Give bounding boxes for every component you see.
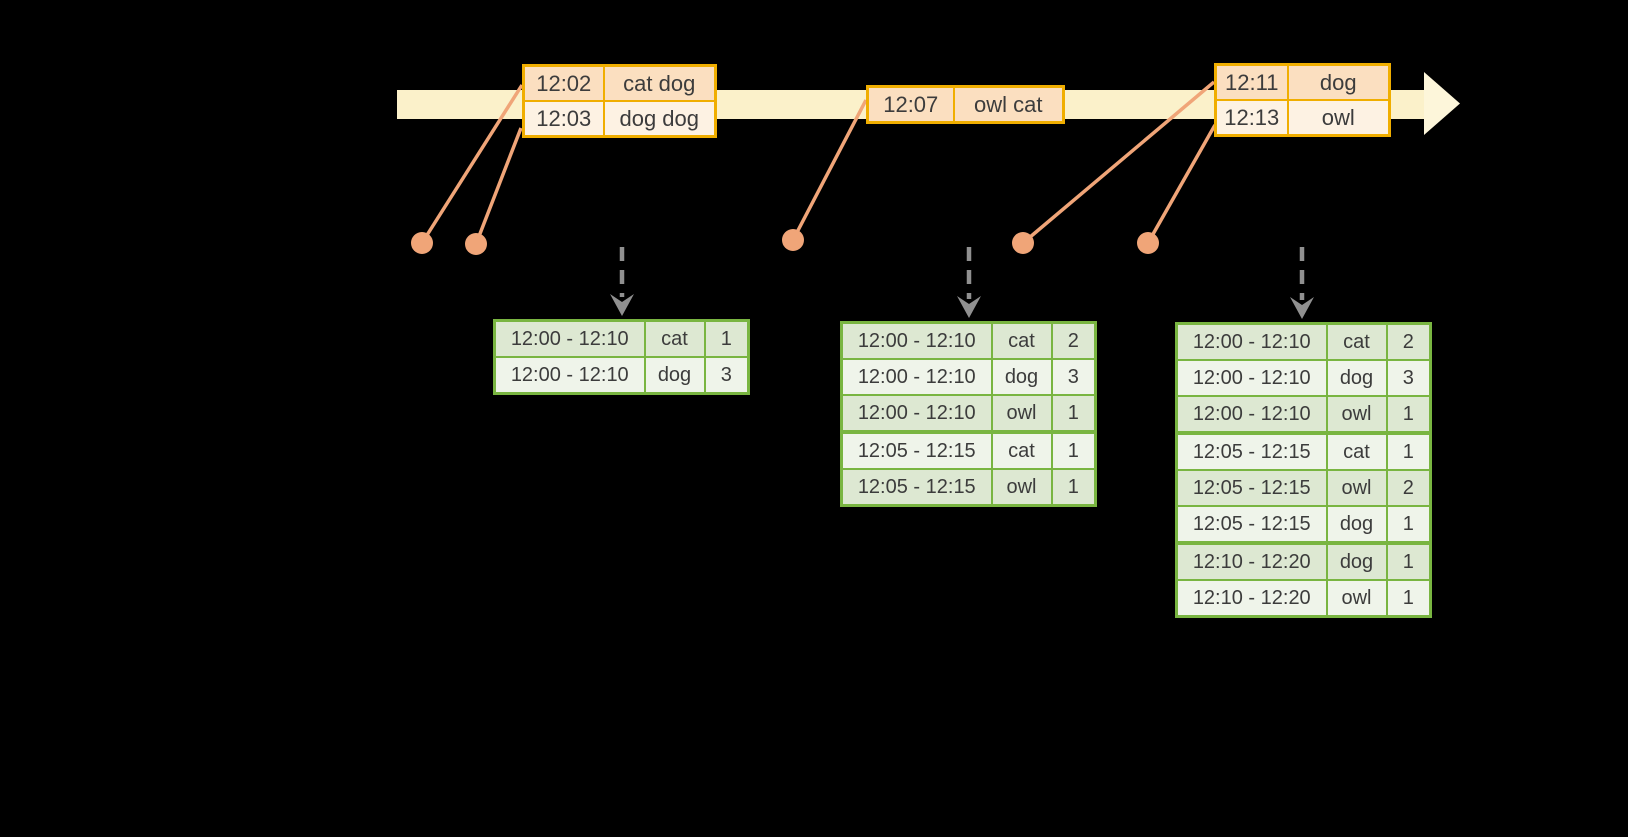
window-cell: 12:05 - 12:15 [1175,469,1328,507]
result-row: 12:00 - 12:10 dog 3 [493,356,750,395]
trigger-arrowhead-icon [957,296,981,318]
count-cell: 1 [1050,394,1097,434]
event-dot-icon [1012,232,1034,254]
result-row: 12:00 - 12:10 cat 2 [840,321,1097,360]
window-cell: 12:10 - 12:20 [1175,542,1328,581]
event-row: 12:03 dog dog [522,100,717,138]
word-cell: dog [1325,359,1388,397]
count-cell: 1 [1385,395,1432,435]
window-cell: 12:00 - 12:10 [493,319,646,358]
window-cell: 12:05 - 12:15 [840,431,993,470]
word-cell: dog [1325,505,1388,545]
result-table-3: 12:00 - 12:10 cat 2 12:00 - 12:10 dog 3 … [1175,322,1432,618]
window-cell: 12:00 - 12:10 [1175,395,1328,435]
count-cell: 2 [1385,469,1432,507]
input-table-2: 12:07 owl cat [866,85,1065,124]
event-connector-line [791,99,868,241]
event-words-cell: owl cat [952,85,1065,124]
window-cell: 12:00 - 12:10 [840,321,993,360]
event-dot-icon [411,232,433,254]
window-cell: 12:05 - 12:15 [840,468,993,507]
event-time-cell: 12:13 [1214,99,1289,137]
event-time-cell: 12:11 [1214,63,1289,101]
event-time-cell: 12:02 [522,64,605,102]
event-dot-icon [1137,232,1159,254]
result-table-1: 12:00 - 12:10 cat 1 12:00 - 12:10 dog 3 [493,319,750,395]
word-cell: cat [990,431,1053,470]
window-cell: 12:00 - 12:10 [493,356,646,395]
result-row: 12:10 - 12:20 dog 1 [1175,542,1432,581]
event-connector-line [474,127,523,245]
event-words-cell: cat dog [602,64,717,102]
word-cell: owl [1325,579,1388,618]
window-cell: 12:00 - 12:10 [1175,322,1328,361]
word-cell: cat [643,319,706,358]
count-cell: 1 [703,319,750,358]
event-words-cell: dog dog [602,100,717,138]
trigger-arrowhead-icon [610,294,634,316]
word-cell: owl [990,394,1053,434]
count-cell: 1 [1050,431,1097,470]
count-cell: 1 [1385,542,1432,581]
word-cell: dog [990,358,1053,396]
event-words-cell: owl [1286,99,1391,137]
event-time-cell: 12:03 [522,100,605,138]
event-dot-icon [782,229,804,251]
event-row: 12:11 dog [1214,63,1391,101]
window-cell: 12:10 - 12:20 [1175,579,1328,618]
result-row: 12:05 - 12:15 cat 1 [840,431,1097,470]
result-row: 12:05 - 12:15 owl 1 [840,468,1097,507]
result-row: 12:10 - 12:20 owl 1 [1175,579,1432,618]
count-cell: 3 [703,356,750,395]
window-cell: 12:00 - 12:10 [1175,359,1328,397]
result-row: 12:00 - 12:10 cat 2 [1175,322,1432,361]
event-connector-line [1021,80,1216,245]
count-cell: 1 [1385,505,1432,545]
event-connector-line [420,84,524,244]
trigger-arrowhead-icon [1290,297,1314,319]
event-row: 12:07 owl cat [866,85,1065,124]
result-row: 12:00 - 12:10 cat 1 [493,319,750,358]
input-table-1: 12:02 cat dog 12:03 dog dog [522,64,717,138]
window-cell: 12:00 - 12:10 [840,358,993,396]
word-cell: cat [1325,322,1388,361]
word-cell: cat [990,321,1053,360]
event-dot-icon [465,233,487,255]
word-cell: owl [1325,395,1388,435]
result-row: 12:00 - 12:10 dog 3 [1175,359,1432,397]
word-cell: owl [990,468,1053,507]
result-row: 12:00 - 12:10 dog 3 [840,358,1097,396]
result-row: 12:05 - 12:15 owl 2 [1175,469,1432,507]
word-cell: cat [1325,432,1388,471]
count-cell: 1 [1385,432,1432,471]
result-row: 12:05 - 12:15 dog 1 [1175,505,1432,545]
window-cell: 12:00 - 12:10 [840,394,993,434]
count-cell: 1 [1050,468,1097,507]
window-cell: 12:05 - 12:15 [1175,505,1328,545]
event-row: 12:02 cat dog [522,64,717,102]
window-cell: 12:05 - 12:15 [1175,432,1328,471]
result-row: 12:05 - 12:15 cat 1 [1175,432,1432,471]
event-row: 12:13 owl [1214,99,1391,137]
result-row: 12:00 - 12:10 owl 1 [1175,395,1432,435]
event-words-cell: dog [1286,63,1391,101]
count-cell: 1 [1385,579,1432,618]
result-table-2: 12:00 - 12:10 cat 2 12:00 - 12:10 dog 3 … [840,321,1097,507]
timeline-arrowhead-icon [1424,72,1460,135]
count-cell: 2 [1050,321,1097,360]
input-table-3: 12:11 dog 12:13 owl [1214,63,1391,137]
word-cell: dog [1325,542,1388,581]
word-cell: dog [643,356,706,395]
count-cell: 3 [1050,358,1097,396]
result-row: 12:00 - 12:10 owl 1 [840,394,1097,434]
count-cell: 2 [1385,322,1432,361]
event-connector-line [1146,124,1217,244]
event-time-cell: 12:07 [866,85,955,124]
count-cell: 3 [1385,359,1432,397]
word-cell: owl [1325,469,1388,507]
